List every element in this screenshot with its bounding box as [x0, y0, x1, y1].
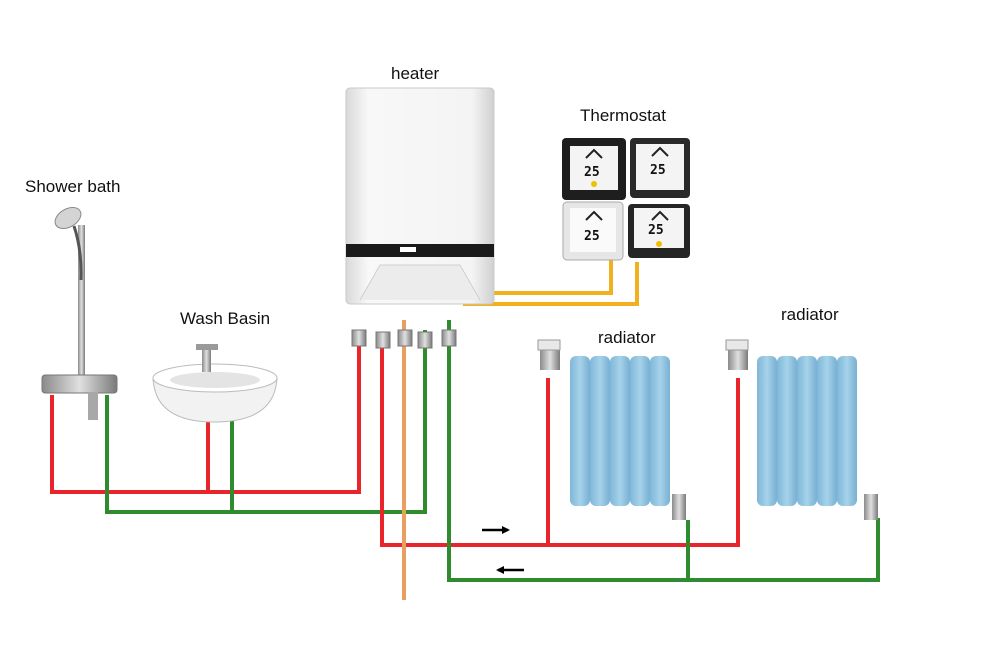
thermostat-label: Thermostat: [580, 106, 666, 125]
thermostat-temp-3: 25: [584, 229, 600, 244]
thermostat-black-3: [628, 204, 690, 258]
thermostat-wire-1: [487, 258, 613, 295]
thermostat-group: 25 25 25 25: [562, 138, 690, 261]
heating-flow-pipe: [380, 345, 740, 547]
hot-water-pipe-taps: [50, 340, 361, 494]
shower-fixture: [41, 207, 118, 420]
arrow-right-icon: [482, 526, 510, 534]
thermostat-black-2: [630, 138, 690, 198]
basin-label: Wash Basin: [180, 309, 271, 328]
cold-water-pipe-taps: [105, 330, 427, 514]
radiator-1: [537, 339, 686, 520]
radiator-2: [725, 339, 878, 520]
pipes: [50, 258, 880, 600]
thermostat-wire-2: [463, 262, 639, 306]
radiator-1-label: radiator: [598, 328, 656, 347]
heating-return-pipe: [447, 320, 880, 582]
thermostat-temp-2: 25: [650, 163, 666, 178]
thermostat-black-1: [562, 138, 626, 200]
basin-fixture: [152, 344, 278, 423]
thermostat-temp-4: 25: [648, 223, 664, 238]
thermostat-white: [562, 201, 624, 261]
heater-unit: [345, 87, 495, 349]
arrow-left-icon: [496, 566, 524, 574]
radiator-2-label: radiator: [781, 305, 839, 324]
shower-label: Shower bath: [25, 177, 121, 196]
heater-label: heater: [391, 64, 440, 83]
thermostat-temp-1: 25: [584, 165, 600, 180]
